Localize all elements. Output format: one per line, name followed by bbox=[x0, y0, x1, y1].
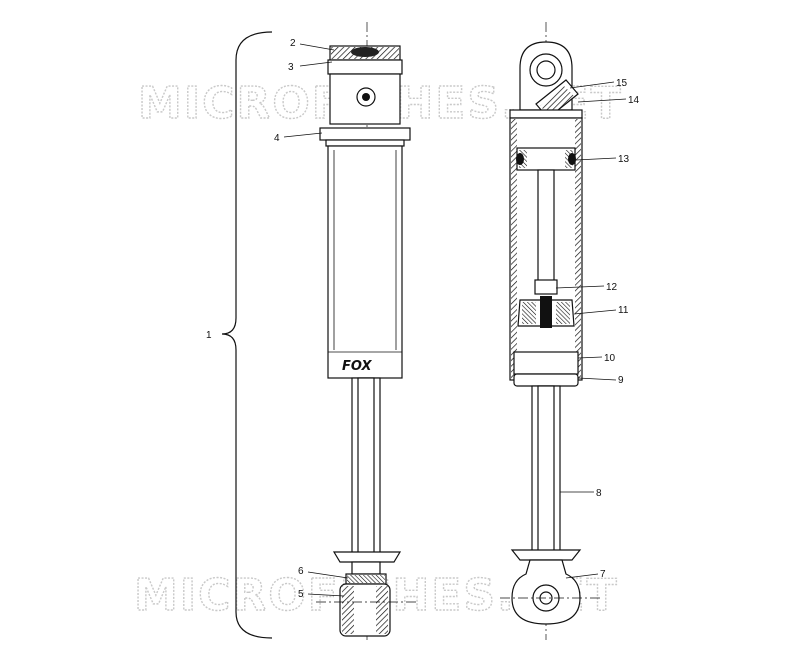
leader-12 bbox=[555, 285, 605, 289]
leader-14 bbox=[577, 98, 627, 103]
callout-13: 13 bbox=[618, 154, 630, 165]
callout-1: 1 bbox=[206, 330, 212, 341]
callout-5: 5 bbox=[298, 589, 304, 600]
right-piston-shim-r bbox=[556, 302, 570, 324]
callout-14: 14 bbox=[628, 95, 640, 106]
leader-3 bbox=[299, 61, 333, 67]
right-wall-left bbox=[511, 119, 517, 379]
leader-13 bbox=[575, 157, 617, 161]
left-lower-stub bbox=[351, 561, 381, 575]
fox-logo: FOX bbox=[342, 359, 372, 374]
left-lower-bushing-6-hatch bbox=[347, 575, 385, 583]
left-collar-lower bbox=[325, 139, 405, 147]
right-end-cap bbox=[513, 373, 579, 387]
right-piston-shim-l bbox=[522, 302, 536, 324]
right-reservoir-valve-hatch bbox=[540, 86, 574, 116]
leader-11 bbox=[573, 309, 617, 315]
leader-6 bbox=[307, 571, 349, 579]
callout-8: 8 bbox=[596, 488, 602, 499]
callout-11: 11 bbox=[618, 305, 629, 316]
leader-5 bbox=[307, 593, 345, 597]
callout-3: 3 bbox=[288, 62, 294, 73]
leader-10 bbox=[577, 356, 603, 359]
right-piston-nut bbox=[534, 279, 558, 295]
leader-2 bbox=[299, 43, 335, 51]
left-lower-washer bbox=[332, 551, 402, 563]
leader-7 bbox=[565, 573, 599, 579]
leader-15 bbox=[569, 81, 615, 89]
right-piston-core bbox=[540, 296, 552, 328]
left-shock-exterior: FOX bbox=[316, 22, 416, 640]
leader-4 bbox=[283, 132, 323, 138]
callout-6: 6 bbox=[298, 566, 304, 577]
right-inner-shaft bbox=[537, 169, 555, 291]
callout-2: 2 bbox=[290, 38, 296, 49]
callout-12: 12 bbox=[606, 282, 618, 293]
left-collar bbox=[319, 127, 411, 141]
right-wall-right bbox=[575, 119, 581, 379]
left-shaft bbox=[357, 377, 375, 555]
right-lower-washer bbox=[510, 549, 582, 561]
left-lower-eye-hatch-r bbox=[376, 586, 388, 634]
callout-15: 15 bbox=[616, 78, 628, 89]
callout-7: 7 bbox=[600, 569, 606, 580]
left-valve-core bbox=[362, 93, 370, 101]
leader-9 bbox=[577, 377, 617, 381]
left-lower-eye-hatch-l bbox=[342, 586, 354, 634]
right-seal-head bbox=[513, 351, 579, 375]
right-oring-r bbox=[568, 153, 576, 165]
assembly-brace bbox=[221, 31, 273, 639]
left-body-tube bbox=[327, 145, 403, 379]
right-shaft bbox=[537, 385, 555, 555]
left-top-bolt bbox=[351, 47, 379, 57]
right-shock-cutaway bbox=[500, 22, 600, 640]
callout-9: 9 bbox=[618, 375, 624, 386]
right-top-eye-bore bbox=[536, 60, 556, 80]
right-head-plate bbox=[509, 109, 583, 119]
callout-4: 4 bbox=[274, 133, 280, 144]
left-mount-head bbox=[327, 59, 403, 75]
callout-10: 10 bbox=[604, 353, 616, 364]
right-oring-l bbox=[516, 153, 524, 165]
